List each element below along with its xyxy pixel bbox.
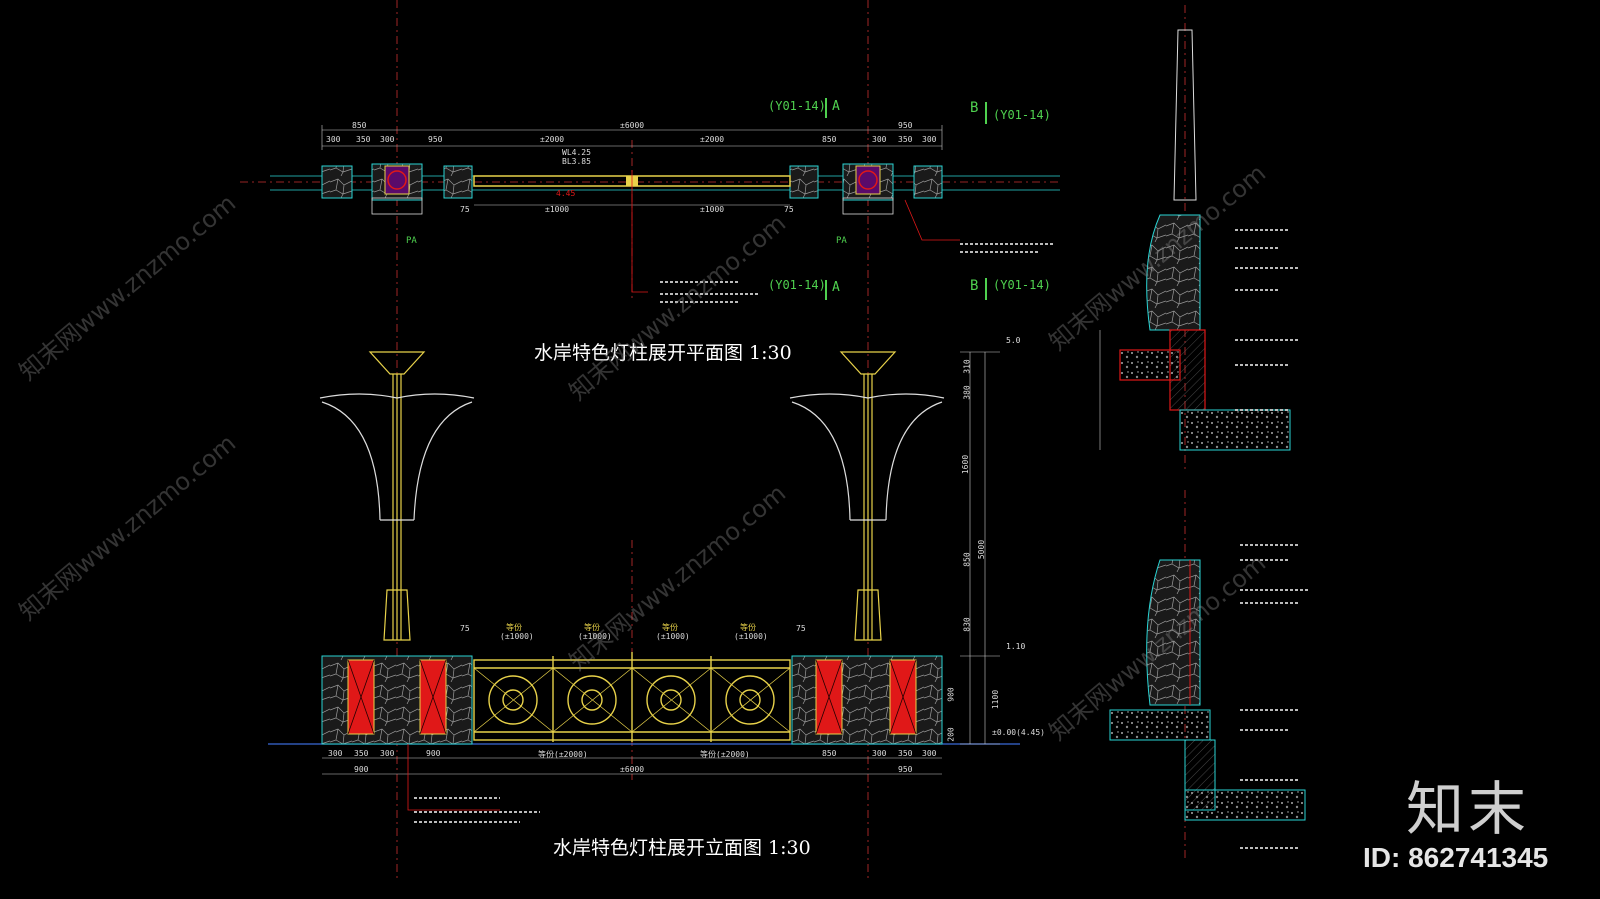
section-detail-lower [1109, 490, 1310, 860]
section-ref-b-bottom: (Y01-14) [993, 278, 1051, 292]
plan-level-mark: 4.45 [556, 189, 576, 198]
elevation-mid-mark: 1.10 [1006, 642, 1026, 651]
elevation-vdim: 5000 [977, 539, 987, 560]
elevation-bdim: 300 [380, 749, 395, 758]
elevation-segment-label: 等份 [584, 623, 600, 632]
section-ref-b-top-letter: B [970, 100, 979, 116]
section-detail-upper [1099, 5, 1300, 470]
elevation-bdim: 850 [822, 749, 837, 758]
plan-dim-1000-left: ±1000 [545, 205, 570, 214]
center-lines [240, 0, 1060, 880]
plan-title: 水岸特色灯柱展开平面图 1:30 [534, 342, 792, 364]
elevation-bdim: 等份(±2000) [700, 750, 750, 759]
elevation-vdim: 830 [962, 617, 972, 632]
plan-dim: 350 [356, 135, 371, 144]
plan-dim: ±2000 [540, 135, 565, 144]
plan-dim: ±6000 [620, 121, 645, 130]
plan-dim: 300 [872, 135, 887, 144]
elevation-segment-label: 等份 [662, 623, 678, 632]
plan-dim: 850 [352, 121, 367, 130]
elevation-view [268, 351, 1020, 823]
elevation-vdim: 1100 [991, 689, 1001, 710]
plan-view [270, 98, 1060, 303]
section-ref-a-bottom: (Y01-14) [768, 278, 826, 292]
elevation-bdim: 300 [872, 749, 887, 758]
elevation-vdim: 380 [962, 385, 972, 400]
plan-bottom-level: BL3.85 [562, 157, 591, 166]
watermark-id: ID: 862741345 [1363, 842, 1549, 873]
plan-dim: 950 [898, 121, 913, 130]
elevation-dim-75-right: 75 [796, 624, 806, 633]
plan-dim-75-left: 75 [460, 205, 470, 214]
elevation-segment-sub: (±1000) [500, 632, 534, 641]
elevation-title: 水岸特色灯柱展开立面图 1:30 [553, 837, 811, 859]
plan-dim-75-right: 75 [784, 205, 794, 214]
watermark-logo: 知末 [1406, 775, 1531, 843]
plan-dim: 950 [428, 135, 443, 144]
elevation-bdim: 900 [354, 765, 369, 774]
plan-water-level: WL4.25 [562, 148, 591, 157]
plan-dim: ±2000 [700, 135, 725, 144]
plan-dim: 850 [822, 135, 837, 144]
elevation-vdim: 1600 [961, 454, 971, 475]
elevation-bdim: 300 [922, 749, 937, 758]
lamp-post-left [319, 351, 475, 641]
elevation-bdim: 350 [898, 749, 913, 758]
elevation-dim-75-left: 75 [460, 624, 470, 633]
elevation-bdim: 300 [328, 749, 343, 758]
elevation-segment-label: 等份 [740, 623, 756, 632]
plan-pa-left: PA [406, 236, 417, 246]
elevation-ground-level: ±0.00(4.45) [992, 728, 1045, 737]
elevation-bdim: 950 [898, 765, 913, 774]
elevation-bdim: 等份(±2000) [538, 750, 588, 759]
section-ref-a-top-letter: A [832, 99, 840, 114]
plan-dim: 300 [326, 135, 341, 144]
lamp-post-right [789, 351, 945, 641]
plan-dim: 300 [380, 135, 395, 144]
section-ref-a-top: (Y01-14) [768, 99, 826, 113]
elevation-vdim: 310 [962, 359, 972, 374]
elevation-segment-label: 等份 [506, 623, 522, 632]
section-ref-a-bottom-letter: A [832, 280, 840, 295]
elevation-bdim: 350 [354, 749, 369, 758]
elevation-segment-sub: (±1000) [734, 632, 768, 641]
plan-dim: 350 [898, 135, 913, 144]
elevation-vdim: 200 [946, 727, 956, 742]
elevation-vdim: 900 [946, 687, 956, 702]
elevation-segment-sub: (±1000) [656, 632, 690, 641]
elevation-top-mark: 5.0 [1006, 336, 1021, 345]
section-ref-b-top: (Y01-14) [993, 108, 1051, 122]
elevation-segment-sub: (±1000) [578, 632, 612, 641]
section-ref-b-bottom-letter: B [970, 278, 979, 294]
elevation-bdim: ±6000 [620, 765, 645, 774]
elevation-bdim: 900 [426, 749, 441, 758]
plan-dim-1000-right: ±1000 [700, 205, 725, 214]
plan-pa-right: PA [836, 236, 847, 246]
plan-dim: 300 [922, 135, 937, 144]
elevation-vdim: 850 [962, 552, 972, 567]
